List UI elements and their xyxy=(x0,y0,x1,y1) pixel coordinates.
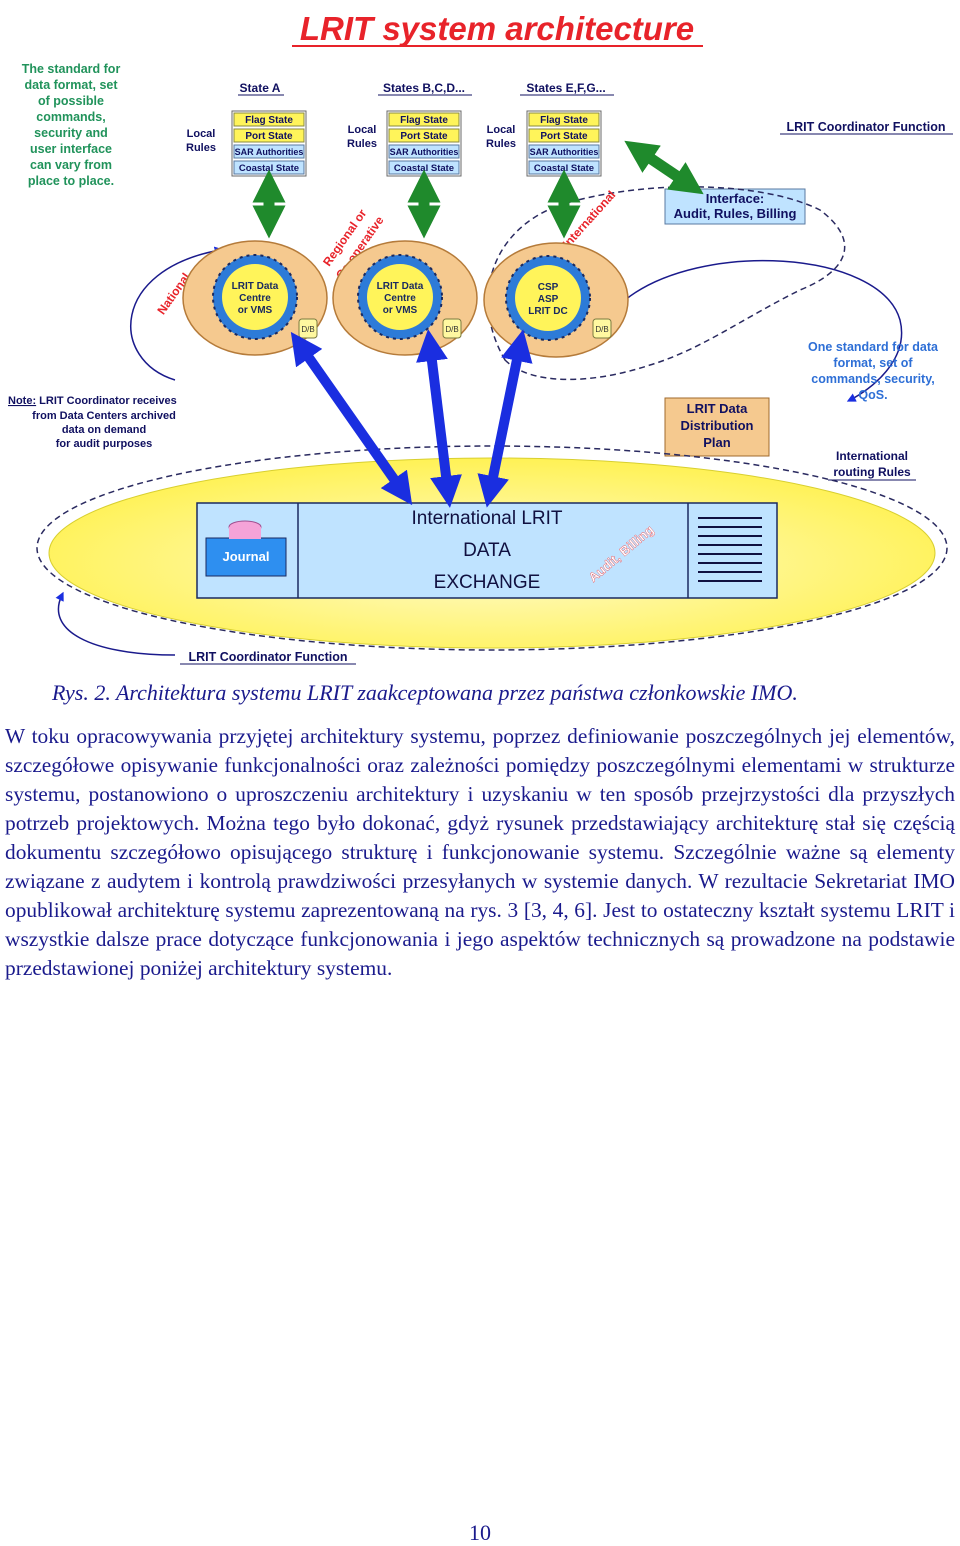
page-number: 10 xyxy=(469,1520,491,1545)
states-bcd-header: States B,C,D... xyxy=(383,81,465,95)
svg-text:commands, security,: commands, security, xyxy=(811,372,934,386)
svg-text:Port State: Port State xyxy=(540,131,588,142)
svg-text:ASP: ASP xyxy=(538,294,559,305)
svg-text:Audit, Rules, Billing: Audit, Rules, Billing xyxy=(674,206,797,221)
svg-text:Rules: Rules xyxy=(486,138,516,150)
svg-text:can vary from: can vary from xyxy=(30,158,112,172)
svg-text:Local: Local xyxy=(187,128,216,140)
svg-text:D/B: D/B xyxy=(445,325,458,334)
state-a-header: State A xyxy=(240,81,281,95)
svg-text:Rules: Rules xyxy=(186,142,216,154)
exchange-box: Journal International LRIT DATA EXCHANGE… xyxy=(196,502,778,599)
svg-text:QoS.: QoS. xyxy=(858,388,887,402)
data-centre-1: LRIT Data Centre or VMS D/B xyxy=(182,240,328,356)
data-centre-2: LRIT Data Centre or VMS D/B xyxy=(332,240,478,356)
svg-text:DATA: DATA xyxy=(463,540,511,561)
green-arrow-coord xyxy=(624,140,704,195)
svg-text:LRIT Data: LRIT Data xyxy=(377,281,424,292)
svg-text:D/B: D/B xyxy=(301,325,314,334)
blue-arrow-dc2 xyxy=(416,329,462,508)
svg-text:Flag State: Flag State xyxy=(540,115,588,126)
states-efg-stack: Flag State Port State SAR Authorities Co… xyxy=(526,110,602,177)
states-bcd-stack: Flag State Port State SAR Authorities Co… xyxy=(386,110,462,177)
local-rules-labels: Local Rules Local Rules Local Rules xyxy=(186,124,516,154)
svg-text:Coastal State: Coastal State xyxy=(534,163,594,174)
svg-text:Flag State: Flag State xyxy=(245,115,293,126)
bottom-loop-arrow xyxy=(55,591,176,656)
svg-text:Centre: Centre xyxy=(384,293,416,304)
svg-text:routing Rules: routing Rules xyxy=(833,465,911,479)
svg-text:LRIT Data: LRIT Data xyxy=(687,401,748,416)
states-efg-header: States E,F,G... xyxy=(526,81,605,95)
blue-arrow-dc1 xyxy=(290,331,413,506)
svg-text:or VMS: or VMS xyxy=(238,305,273,316)
svg-text:Coastal State: Coastal State xyxy=(239,163,299,174)
svg-text:SAR Authorities: SAR Authorities xyxy=(530,147,599,157)
svg-text:security and: security and xyxy=(34,126,108,140)
svg-text:Interface:: Interface: xyxy=(706,191,765,206)
exchange-dashed-outline xyxy=(36,445,948,651)
svg-text:LRIT DC: LRIT DC xyxy=(528,306,567,317)
svg-text:Distribution: Distribution xyxy=(681,418,754,433)
document-lines-icon xyxy=(698,517,762,582)
data-centre-3: CSP ASP LRIT DC D/B xyxy=(483,242,629,358)
body-paragraph: W toku opracowywania przyjętej architekt… xyxy=(5,724,955,980)
svg-text:SAR Authorities: SAR Authorities xyxy=(390,147,459,157)
svg-text:Flag State: Flag State xyxy=(400,115,448,126)
svg-text:place to place.: place to place. xyxy=(28,174,114,188)
svg-text:LRIT Data: LRIT Data xyxy=(232,281,279,292)
svg-text:Rules: Rules xyxy=(347,138,377,150)
standard-note: The standard for data format, set of pos… xyxy=(22,62,121,188)
international-dashed-outline xyxy=(487,186,846,381)
svg-text:from Data Centers archived: from Data Centers archived xyxy=(32,410,176,422)
svg-text:International LRIT: International LRIT xyxy=(411,508,562,529)
thin-link-arc-left xyxy=(130,246,224,381)
svg-text:EXCHANGE: EXCHANGE xyxy=(434,572,541,593)
coordinator-note: Note: LRIT Coordinator receives from Dat… xyxy=(8,395,177,450)
svg-text:data on demand: data on demand xyxy=(62,424,146,436)
svg-text:or VMS: or VMS xyxy=(383,305,418,316)
blue-arrow-dc3 xyxy=(477,329,533,508)
svg-text:Local: Local xyxy=(487,124,516,136)
svg-text:SAR Authorities: SAR Authorities xyxy=(235,147,304,157)
svg-text:Local: Local xyxy=(348,124,377,136)
svg-text:CSP: CSP xyxy=(538,282,559,293)
svg-text:Note: LRIT Coordinator receive: Note: LRIT Coordinator receives xyxy=(8,395,177,407)
svg-text:for audit purposes: for audit purposes xyxy=(56,438,153,450)
interface-box: Interface: Audit, Rules, Billing xyxy=(664,188,806,225)
svg-text:Coastal State: Coastal State xyxy=(394,163,454,174)
figure-caption: Rys. 2. Architektura systemu LRIT zaakce… xyxy=(52,680,798,705)
svg-text:of possible: of possible xyxy=(38,94,104,108)
one-standard-note: One standard for data format, set of com… xyxy=(808,340,939,402)
svg-text:Port State: Port State xyxy=(400,131,448,142)
svg-text:user interface: user interface xyxy=(30,142,112,156)
svg-text:data format, set: data format, set xyxy=(24,78,118,92)
svg-text:Port State: Port State xyxy=(245,131,293,142)
svg-text:Plan: Plan xyxy=(703,435,731,450)
svg-text:commands,: commands, xyxy=(36,110,105,124)
lrit-architecture-figure: LRIT system architecture The standard fo… xyxy=(0,0,960,672)
distribution-plan-box: LRIT Data Distribution Plan xyxy=(664,397,770,457)
state-a-stack: Flag State Port State SAR Authorities Co… xyxy=(231,110,307,177)
coordinator-bottom-label: LRIT Coordinator Function xyxy=(188,650,347,664)
svg-text:Centre: Centre xyxy=(239,293,271,304)
figure-title: LRIT system architecture xyxy=(300,10,694,47)
coordinator-top-label: LRIT Coordinator Function xyxy=(786,120,945,134)
thin-link-arc xyxy=(624,259,903,402)
svg-text:One standard for data: One standard for data xyxy=(808,340,939,354)
routing-rules-label: International routing Rules xyxy=(828,449,916,481)
svg-text:International: International xyxy=(836,449,908,463)
journal-label: Journal xyxy=(223,549,270,564)
svg-text:D/B: D/B xyxy=(595,325,608,334)
svg-text:The standard for: The standard for xyxy=(22,62,121,76)
svg-text:format, set of: format, set of xyxy=(833,356,913,370)
